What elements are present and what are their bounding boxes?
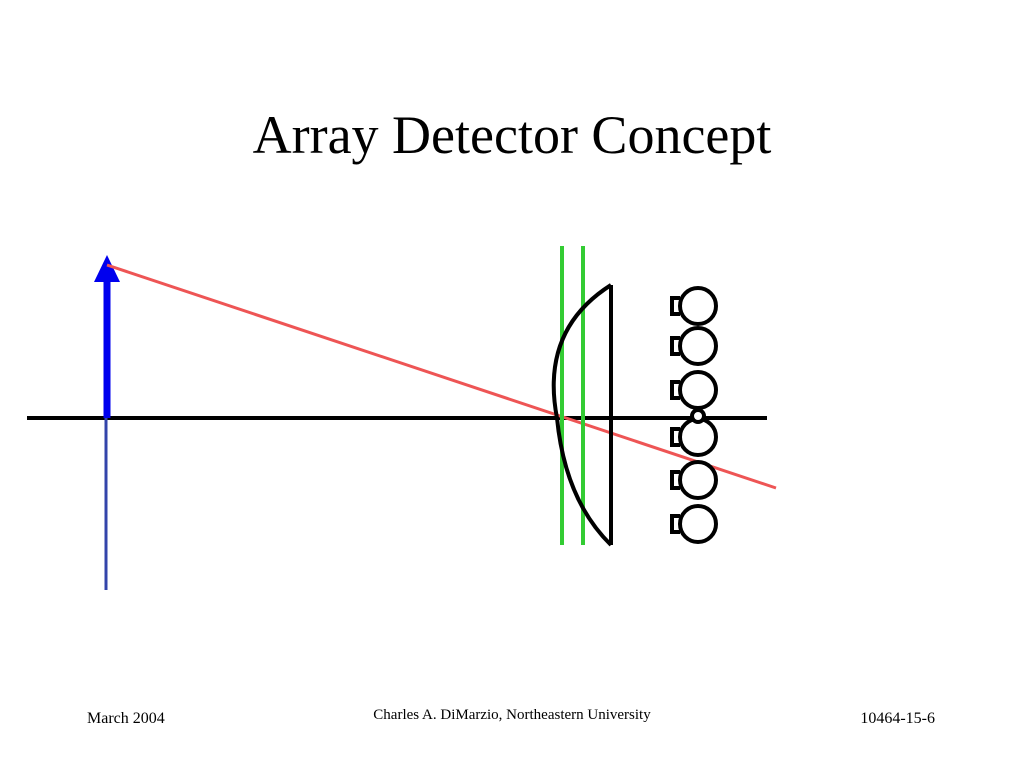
detector-element [670,417,718,457]
detector-element [670,460,718,500]
detector-element [670,370,718,410]
object-arrow-head [94,255,120,282]
footer-slide-id: 10464-15-6 [860,710,935,727]
detector-element [670,286,718,326]
chief-ray [106,263,777,490]
plano-convex-lens [551,283,613,547]
detector-element [670,504,718,544]
footer-author: Charles A. DiMarzio, Northeastern Univer… [373,707,651,723]
detector-array [670,286,718,544]
detector-element [670,326,718,366]
slide-title: Array Detector Concept [252,105,772,165]
detector-connector [690,408,706,424]
footer-date: March 2004 [87,710,165,727]
